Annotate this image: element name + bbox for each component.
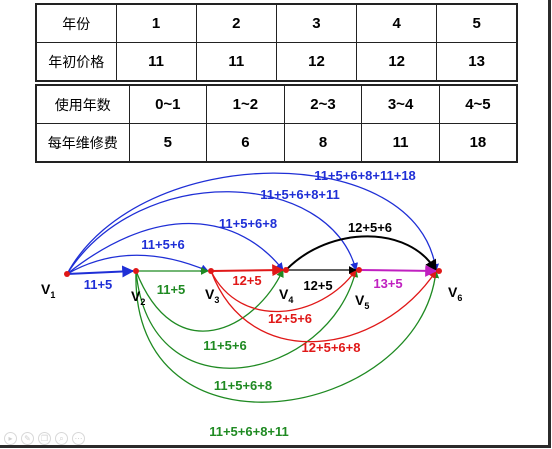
node-label-subscript: 4 (288, 295, 293, 305)
table-row: 使用年数 0~1 1~2 2~3 3~4 4~5 (35, 84, 518, 124)
edge-label-v1-v6: 11+5+6+8+11+18 (314, 168, 416, 183)
edge-label-v5-v6: 13+5 (373, 276, 402, 291)
cell-age: 1~2 (206, 84, 285, 124)
edge-v3-v5 (210, 269, 357, 313)
node-dot-v4 (283, 267, 289, 273)
edge-v1-v4 (66, 222, 284, 275)
cell-price: 11 (195, 42, 277, 82)
cell-price: 12 (275, 42, 358, 82)
cell-cost: 5 (128, 123, 208, 163)
edge-label-v3-v6: 12+5+6+8 (302, 340, 361, 355)
cell-cost: 18 (438, 123, 518, 163)
cell-age: 3~4 (361, 84, 440, 124)
node-dot-v5 (356, 267, 362, 273)
edge-label-v4-v6: 12+5+6 (348, 220, 392, 235)
price-table: 年份 1 2 3 4 5 年初价格 11 11 12 12 13 (35, 3, 518, 82)
node-label-letter: V (205, 286, 215, 302)
node-label-v3: V3 (205, 286, 219, 305)
edge-label-v1-v2: 11+5 (84, 277, 113, 292)
edge-label-v3-v5: 12+5+6 (268, 311, 312, 326)
edge-v2-v5 (135, 269, 359, 369)
edge-layer (66, 172, 440, 403)
cell-cost: 8 (283, 123, 363, 163)
node-label-subscript: 1 (50, 290, 55, 300)
node-label-letter: V (41, 281, 51, 297)
node-label-letter: V (448, 284, 458, 300)
node-label-subscript: 3 (214, 295, 219, 305)
node-label-v1: V1 (41, 281, 55, 300)
edge-v2-v6 (135, 270, 440, 403)
node-label-letter: V (131, 288, 141, 304)
cell-cost: 6 (206, 123, 285, 163)
cell-year: 5 (436, 3, 518, 43)
edge-v3-v4 (210, 264, 285, 277)
cell-year: 2 (195, 3, 277, 43)
more-icon[interactable]: ⋯ (72, 432, 85, 445)
play-icon[interactable]: ▸ (4, 432, 17, 445)
cell-price: 13 (436, 42, 518, 82)
cell-age: 4~5 (438, 84, 518, 124)
row-label-price: 年初价格 (35, 42, 117, 82)
cell-price: 11 (115, 42, 197, 82)
edge-label-v2-v5: 11+5+6+8 (214, 378, 272, 393)
edge-label-v1-v5: 11+5+6+8+11 (260, 187, 340, 202)
pen-icon[interactable]: ✎ (21, 432, 34, 445)
edge-label-v3-v4: 12+5 (232, 273, 261, 288)
node-label-letter: V (355, 292, 365, 308)
node-label-letter: V (279, 286, 289, 302)
edge-label-layer: 11+5 11+5+6 11+5+6+8 11+5+6+8+11 11+5+6+8+11… (84, 168, 416, 439)
node-label-subscript: 2 (140, 297, 145, 307)
node-label-v4: V4 (279, 286, 293, 305)
edge-v1-v6 (66, 172, 440, 275)
node-label-subscript: 6 (457, 293, 462, 303)
node-label-subscript: 5 (364, 301, 369, 311)
edge-label-v1-v3: 11+5+6 (141, 237, 184, 252)
cell-age: 2~3 (283, 84, 363, 124)
table-row: 每年维修费 5 6 8 11 18 (35, 123, 518, 163)
copy-icon[interactable]: ❐ (38, 432, 51, 445)
node-label-v5: V5 (355, 292, 369, 311)
edge-label-v1-v4: 11+5+6+8 (219, 216, 277, 231)
edge-v1-v5 (66, 191, 358, 275)
maintenance-table: 使用年数 0~1 1~2 2~3 3~4 4~5 每年维修费 5 6 8 11 … (35, 84, 518, 163)
edge-v1-v3 (66, 254, 209, 275)
edge-v3-v6 (210, 270, 437, 343)
node-dot-v3 (208, 268, 214, 274)
node-label-v2: V2 (131, 288, 145, 307)
cell-price: 12 (356, 42, 438, 82)
zoom-icon[interactable]: ⌕ (55, 432, 68, 445)
edge-v5-v6 (358, 264, 438, 277)
edge-label-v2-v3: 11+5 (157, 282, 186, 297)
edge-v4-v6 (285, 235, 437, 273)
row-label-cost: 每年维修费 (35, 123, 130, 163)
table-row: 年初价格 11 11 12 12 13 (35, 42, 518, 82)
edge-label-v4-v5: 12+5 (303, 278, 332, 293)
edge-label-v2-v6: 11+5+6+8+11 (209, 424, 289, 439)
edge-v2-v4 (135, 269, 284, 332)
node-dot-v2 (133, 268, 139, 274)
cell-cost: 11 (361, 123, 440, 163)
node-label-v6: V6 (448, 284, 462, 303)
node-dot-v1 (64, 271, 70, 277)
edge-v1-v2 (66, 265, 135, 278)
edge-label-v2-v4: 11+5+6 (203, 338, 246, 353)
cell-year: 4 (356, 3, 438, 43)
node-dot-v6 (436, 268, 442, 274)
row-label-age: 使用年数 (35, 84, 130, 124)
cell-age: 0~1 (128, 84, 208, 124)
